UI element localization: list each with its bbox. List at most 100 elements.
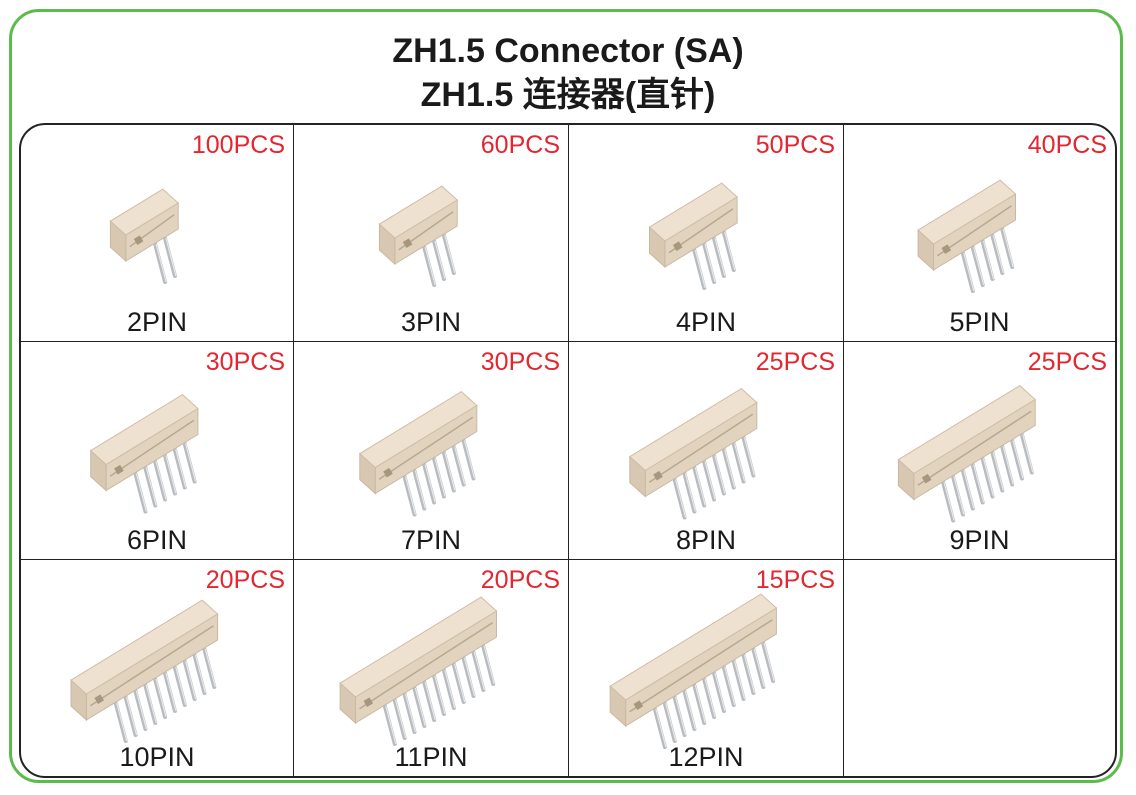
connector-pin-highlight [963, 252, 975, 292]
quantity-label: 50PCS [755, 131, 835, 159]
connector-pin [970, 245, 985, 287]
product-cell: 40PCS 5PIN [844, 125, 1115, 342]
connector-groove [378, 416, 474, 480]
connector-image [648, 182, 738, 290]
connector-pin [731, 441, 746, 484]
connector-pin [461, 656, 476, 698]
connector-pin-highlight [743, 437, 756, 476]
connector-pin [682, 471, 697, 514]
quantity-label: 40PCS [1027, 131, 1107, 159]
connector-pin [960, 468, 975, 511]
product-cell: 25PCS 9PIN [844, 342, 1115, 560]
product-cell: 100PCS 2PIN [21, 125, 294, 342]
pin-count-label: 6PIN [126, 525, 188, 555]
connector-pin-highlight [204, 648, 216, 688]
connector-latch-slot [363, 697, 374, 708]
connector-pin-highlight [116, 702, 128, 742]
connector-pin-highlight [424, 681, 436, 721]
connector-pin-highlight [385, 705, 397, 745]
connector-top-face [628, 387, 758, 472]
connector-pin [980, 239, 995, 281]
connector-latch-slot [921, 473, 932, 484]
product-cell: 25PCS 8PIN [569, 342, 844, 560]
connector-latch-slot [672, 241, 683, 252]
connector-pin [721, 447, 736, 490]
connector-drawing [648, 182, 738, 290]
connector-pin [172, 665, 187, 707]
connector-pin-highlight [135, 473, 147, 512]
connector-pin-highlight [1002, 446, 1014, 485]
connector-pin [441, 450, 456, 493]
connector-pin-highlight [414, 470, 426, 509]
connector-groove [359, 622, 493, 710]
connector-pin-highlight [714, 672, 726, 712]
quantity-label: 25PCS [1027, 348, 1107, 376]
connector-pin-highlight [743, 654, 756, 694]
quantity-label: 60PCS [480, 131, 560, 159]
connector-pin [672, 695, 687, 737]
connector-pin [202, 647, 217, 689]
connector-pin-highlight [404, 476, 417, 515]
connector-pin [123, 695, 138, 737]
quantity-label: 30PCS [205, 348, 285, 376]
connector-image [358, 390, 478, 517]
connector-pin-highlight [674, 479, 687, 518]
connector-pin [441, 233, 456, 275]
connector-pin [941, 480, 956, 523]
connector-pin-highlight [1022, 434, 1034, 473]
connector-pin-highlight [704, 243, 716, 283]
connector-pin [711, 671, 726, 713]
connector-pin [143, 465, 158, 508]
connector-pin [481, 644, 496, 686]
connector-pin-highlight [694, 684, 706, 724]
quantity-label: 30PCS [480, 348, 560, 376]
connector-pin [192, 653, 207, 695]
connector-pin-highlight [982, 458, 995, 497]
connector-pin [432, 456, 446, 499]
connector-pin-highlight [165, 672, 177, 712]
connector-pin-highlight [404, 693, 417, 733]
connector-pin-highlight [145, 467, 157, 506]
connector-image [89, 393, 199, 514]
connector-drawing [628, 387, 758, 520]
connector-pin-highlight [753, 648, 765, 688]
connector-latch-slot [941, 244, 952, 255]
connector-pin [1000, 227, 1015, 269]
connector-groove [917, 410, 1032, 486]
pin-count-label: 5PIN [949, 307, 1010, 337]
connector-image [628, 387, 758, 520]
connector-pin-highlight [463, 440, 476, 479]
connector-pin-highlight [185, 660, 197, 700]
connector-pin-highlight [424, 464, 436, 503]
connector-image [609, 593, 778, 749]
connector-groove [648, 413, 754, 483]
connector-pin-highlight [734, 443, 746, 482]
connector-top-face [917, 179, 1017, 245]
connector-image [109, 188, 180, 284]
connector-pin-highlight [1002, 228, 1014, 268]
connector-drawing [609, 593, 778, 749]
pin-count-label: 7PIN [400, 525, 462, 555]
connector-pin [672, 477, 687, 520]
connector-pin-highlight [434, 675, 446, 715]
connector-pin [652, 707, 667, 749]
connector-groove [629, 619, 773, 713]
connector-pin [702, 459, 717, 502]
connector-pin-highlight [973, 464, 985, 503]
connector-image [339, 596, 498, 746]
connector-drawing [89, 393, 199, 514]
connector-latch-slot [633, 700, 644, 711]
connector-groove [89, 625, 215, 707]
connector-pin [441, 668, 456, 710]
connector-pin [692, 683, 707, 725]
connector-pin-highlight [704, 678, 716, 718]
connector-pin [950, 474, 965, 517]
connector-pin [692, 248, 707, 290]
connector-pin-highlight [194, 654, 207, 694]
connector-pin-highlight [444, 669, 456, 709]
pin-count-label: 3PIN [400, 307, 462, 337]
connector-pin [422, 245, 437, 287]
connector-top-face [609, 593, 778, 701]
connector-pin-highlight [963, 470, 975, 509]
connector-pin [422, 462, 437, 505]
